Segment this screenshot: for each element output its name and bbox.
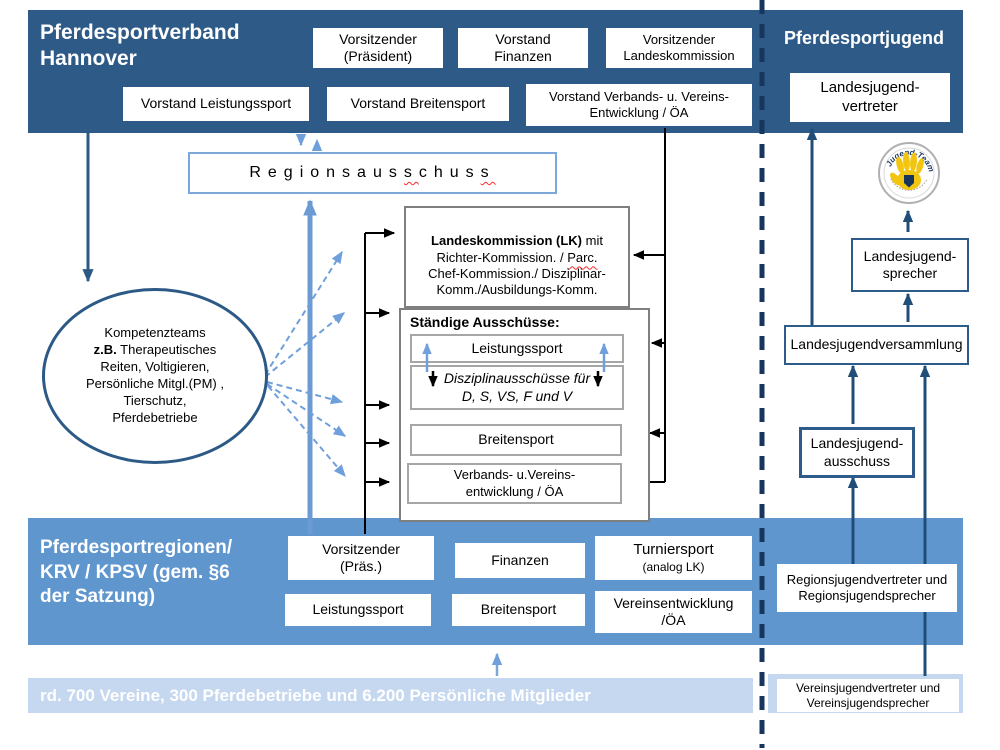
ellipse-line1: Kompetenzteams: [104, 325, 206, 341]
box-vorsitzender-landeskommission: Vorsitzender Landeskommission: [606, 28, 752, 68]
lk-mid-text: mit Richter-Kommission. /: [436, 233, 603, 265]
box-regionsausschuss: Regionsausschuss: [188, 152, 557, 194]
regionsausschuss-squiggle-1: s: [403, 164, 419, 181]
box-vorstand-leistungssport: Vorstand Leistungssport: [123, 87, 309, 121]
kompetenzteams-fan-arrows: [264, 250, 347, 477]
ellipse-kompetenzteams: Kompetenzteams z.B. Therapeutisches Reit…: [42, 288, 268, 464]
box-vorstand-breitensport: Vorstand Breitensport: [327, 87, 509, 121]
box-landesjugendausschuss: Landesjugend- ausschuss: [799, 427, 915, 478]
box-vorstand-finanzen: Vorstand Finanzen: [458, 28, 588, 68]
box-landesjugendsprecher: Landesjugend- sprecher: [851, 238, 969, 292]
box-vereinsjugendvertreter: Vereinsjugendvertreter und Vereinsjugend…: [777, 679, 959, 712]
jugend-team-logo: Jugend-Team: [877, 141, 941, 205]
vereine-light-band: [28, 678, 753, 713]
page-title: Pferdesportverband Hannover: [40, 21, 240, 71]
box-leistungssport-ausschuss: Leistungssport: [410, 334, 624, 363]
box-regionsjugendvertreter: Regionsjugendvertreter und Regionsjugend…: [777, 564, 957, 612]
box-disziplinausschuesse: Disziplinausschüsse für D, S, VS, F und …: [410, 365, 624, 410]
box-landeskommission: Landeskommission (LK) mit Richter-Kommis…: [404, 206, 630, 308]
turniersport-label: Turniersport: [633, 541, 714, 559]
box-verbandsentwicklung-ausschuss: Verbands- u.Vereins- entwicklung / ÖA: [407, 463, 622, 504]
vereine-band-text: rd. 700 Vereine, 300 Pferdebetriebe und …: [40, 686, 591, 705]
box-breitensport-ausschuss: Breitensport: [410, 424, 622, 456]
regionsausschuss-text-2: chus: [418, 164, 481, 181]
youth-title: Pferdesportjugend: [784, 28, 945, 48]
box-leistungssport-region: Leistungssport: [285, 594, 431, 626]
ellipse-bold: z.B.: [93, 342, 117, 358]
lk-bold-text: Landeskommission (LK): [431, 233, 582, 249]
box-vorstand-verbandsentwicklung: Vorstand Verbands- u. Vereins- Entwicklu…: [526, 84, 752, 126]
box-finanzen: Finanzen: [455, 543, 585, 578]
turniersport-sublabel: (analog LK): [642, 559, 705, 574]
jugend-team-logo-graphic: Jugend-Team: [878, 142, 940, 204]
ellipse-rest: Therapeutisches Reiten, Voltigieren, Per…: [86, 342, 224, 425]
regionsausschuss-text: Regionsaus: [249, 164, 404, 181]
box-vorsitzender-praes: Vorsitzender (Präs.): [288, 536, 434, 580]
logo-shield: [904, 175, 914, 188]
box-turniersport: Turniersport (analog LK): [595, 536, 752, 580]
box-landesjugendvertreter: Landesjugend- vertreter: [790, 73, 950, 122]
lk-rest-text: Chef-Kommission./ Disziplinar- Komm./Aus…: [428, 265, 606, 297]
box-breitensport-region: Breitensport: [452, 594, 585, 626]
staendige-header: Ständige Ausschüsse:: [410, 314, 560, 330]
regions-band-title: Pferdesportregionen/ KRV / KPSV (gem. §6…: [40, 537, 233, 608]
box-vorsitzender-praesident: Vorsitzender (Präsident): [313, 28, 443, 68]
regionsausschuss-squiggle-2: s: [480, 164, 496, 181]
box-landesjugendversammlung: Landesjugendversammlung: [784, 325, 969, 365]
logo-bottom-arc: [890, 178, 928, 191]
box-vereinsentwicklung-region: Vereinsentwicklung /ÖA: [595, 591, 752, 633]
lk-parc-squiggle: Parc.: [567, 249, 598, 265]
